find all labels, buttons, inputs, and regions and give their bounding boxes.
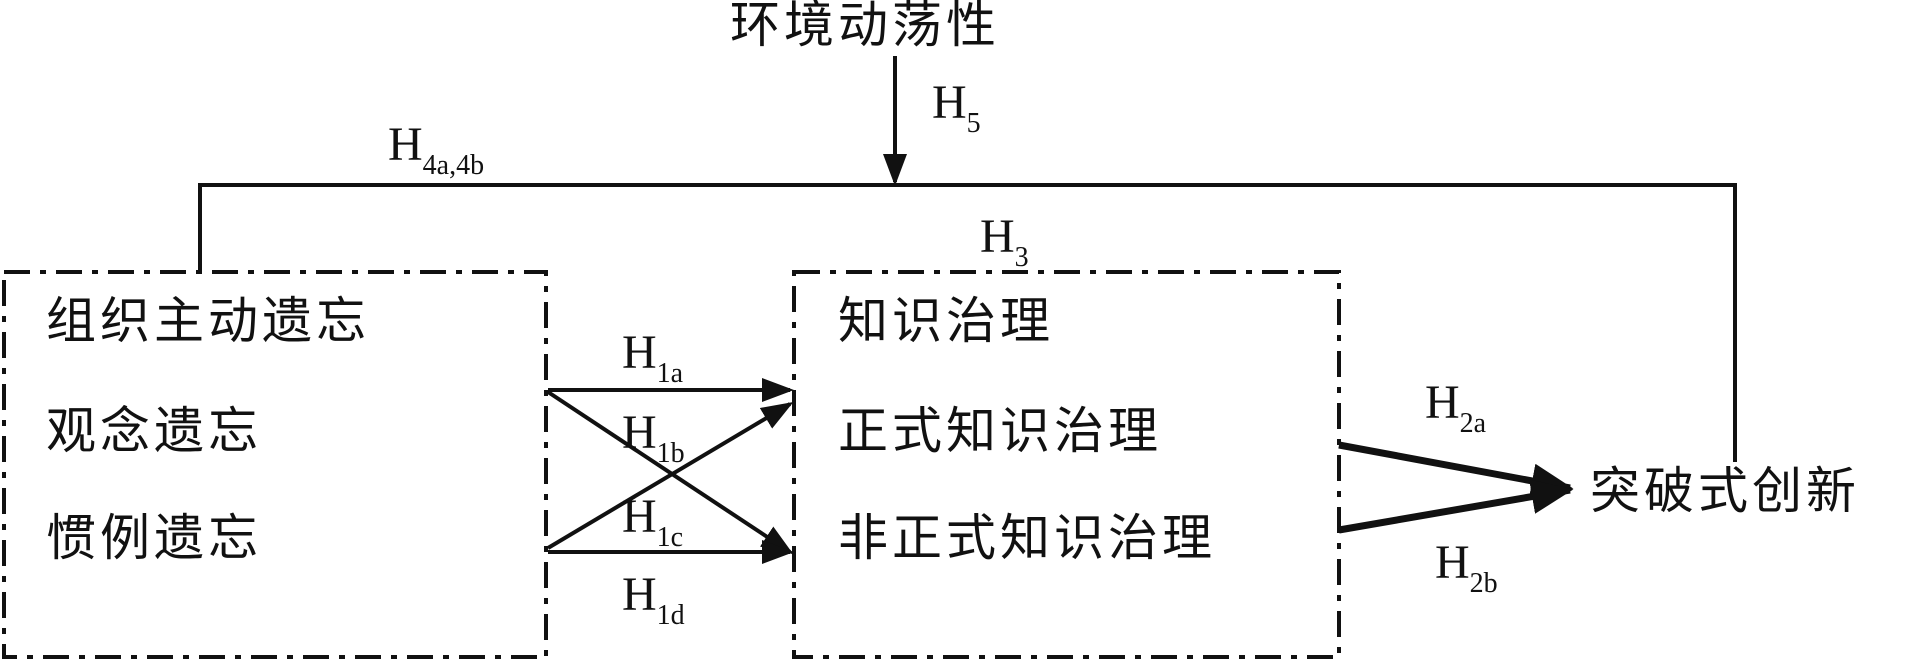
hypothesis-h1c-sub: 1c <box>657 522 683 553</box>
hypothesis-h1d-main: H <box>622 568 657 621</box>
hypothesis-h5-sub: 5 <box>967 108 981 139</box>
hypothesis-h1b-sub: 1b <box>657 438 685 469</box>
hypothesis-h1c-main: H <box>622 490 657 543</box>
outcome-label: 突破式创新 <box>1590 462 1860 520</box>
arrow-h2a <box>1338 441 1574 499</box>
left-box-frame <box>2 270 548 659</box>
hypothesis-h2a-main: H <box>1425 376 1460 429</box>
hypothesis-h4ab-label: H4a,4b <box>388 118 484 181</box>
hypothesis-h1d-sub: 1d <box>657 600 685 631</box>
arrow-h1c <box>546 401 794 550</box>
hypothesis-h4ab-sub: 4a,4b <box>423 150 484 181</box>
hypothesis-h1a-main: H <box>622 326 657 379</box>
arrow-h1b <box>546 390 794 555</box>
left-box-item-1: 观念遗忘 <box>46 402 262 460</box>
middle-box-item-1: 正式知识治理 <box>838 402 1162 460</box>
middle-box-frame <box>792 270 1341 659</box>
left-box-title: 组织主动遗忘 <box>46 292 370 350</box>
hypothesis-h2b-label: H2b <box>1435 536 1498 599</box>
hypothesis-h1b-label: H1b <box>622 406 685 469</box>
hypothesis-h5-main: H <box>932 76 967 129</box>
hypothesis-h5-label: H5 <box>932 76 981 139</box>
hypothesis-h2a-label: H2a <box>1425 376 1487 439</box>
moderator-label: 环境动荡性 <box>730 0 1000 54</box>
middle-box-title: 知识治理 <box>838 292 1054 350</box>
hypothesis-h1b-main: H <box>622 406 657 459</box>
middle-box-item-2: 非正式知识治理 <box>838 509 1216 567</box>
hypothesis-h1a-label: H1a <box>622 326 684 389</box>
hypothesis-h2a-sub: 2a <box>1460 408 1487 439</box>
arrow-h2b <box>1338 479 1574 534</box>
hypothesis-h3-label: H3 <box>980 210 1029 273</box>
hypothesis-h3-sub: 3 <box>1015 242 1029 273</box>
left-box-item-2: 惯例遗忘 <box>46 509 262 567</box>
hypothesis-h4ab-main: H <box>388 118 423 171</box>
hypothesis-h2b-sub: 2b <box>1470 568 1498 599</box>
hypothesis-h3-main: H <box>980 210 1015 263</box>
hypothesis-h2b-main: H <box>1435 536 1470 589</box>
hypothesis-h1a-sub: 1a <box>657 358 684 389</box>
hypothesis-h1c-label: H1c <box>622 490 683 553</box>
hypothesis-h1d-label: H1d <box>622 568 685 631</box>
top-feedback-line <box>198 183 1737 462</box>
